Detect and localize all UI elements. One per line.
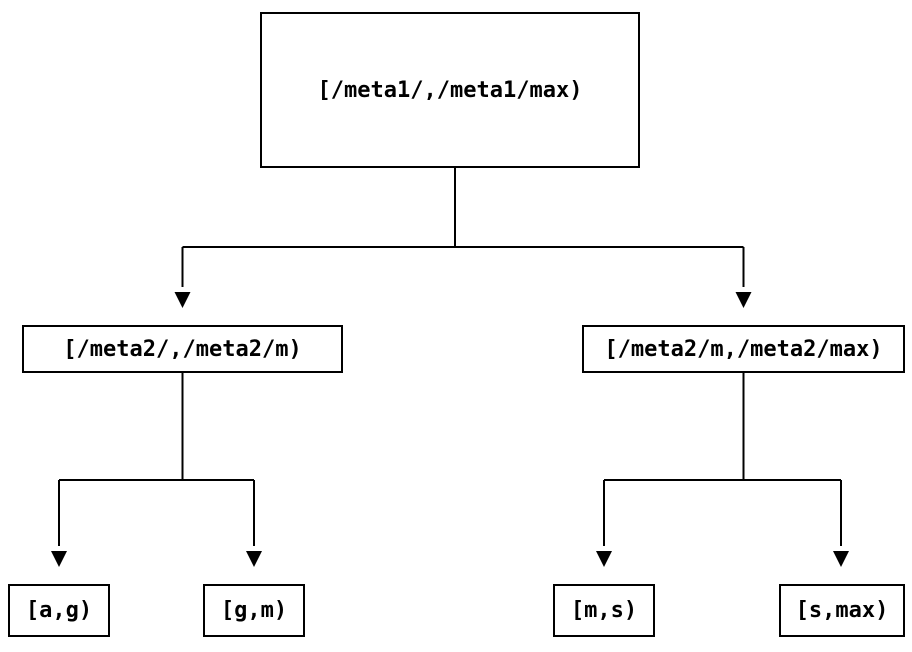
arrowhead-icon: [596, 551, 612, 567]
edge-root-stem: [181, 168, 745, 287]
arrowhead-icon: [735, 292, 752, 308]
node-leaf-smax-label: [s,max): [795, 598, 889, 623]
node-root: [/meta1/,/meta1/max): [260, 12, 640, 168]
edge-left-subtree: [58, 373, 255, 546]
node-leaf-ag-label: [a,g): [25, 598, 93, 623]
node-leaf-smax: [s,max): [779, 584, 905, 637]
node-leaf-gm: [g,m): [203, 584, 305, 637]
node-leaf-gm-label: [g,m): [220, 598, 288, 623]
node-meta2-high-label: [/meta2/m,/meta2/max): [604, 336, 883, 362]
edge-right-subtree: [603, 373, 842, 546]
arrowhead-icon: [246, 551, 262, 567]
node-meta2-low: [/meta2/,/meta2/m): [22, 325, 343, 373]
node-meta2-high: [/meta2/m,/meta2/max): [582, 325, 905, 373]
node-meta2-low-label: [/meta2/,/meta2/m): [63, 336, 302, 362]
arrowhead-icon: [174, 292, 191, 308]
node-leaf-ag: [a,g): [8, 584, 110, 637]
node-leaf-ms-label: [m,s): [570, 598, 638, 623]
arrowhead-icon: [833, 551, 849, 567]
arrowhead-icon: [51, 551, 67, 567]
node-root-label: [/meta1/,/meta1/max): [317, 77, 583, 103]
node-leaf-ms: [m,s): [553, 584, 655, 637]
